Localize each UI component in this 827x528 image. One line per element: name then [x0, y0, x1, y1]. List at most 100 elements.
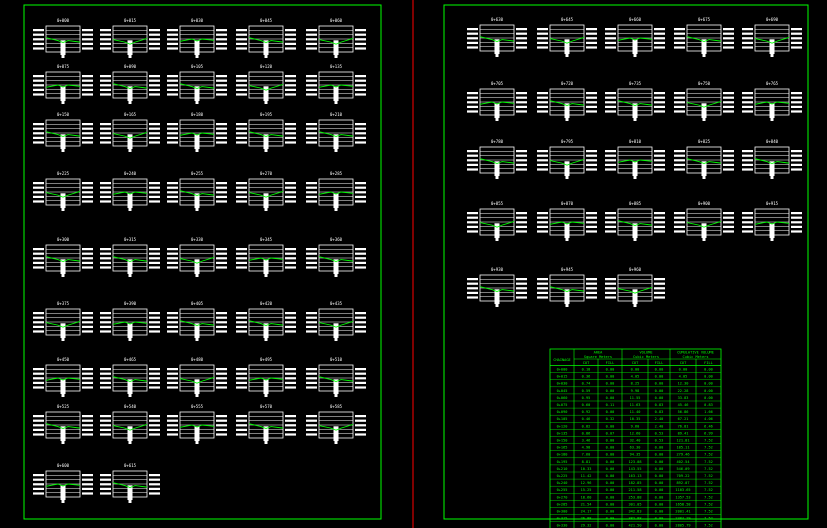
section-chainage-label: 0+705	[491, 81, 504, 86]
left-data-bar	[605, 159, 616, 162]
cross-section: 0+675	[674, 17, 734, 57]
section-chainage-label: 0+495	[260, 357, 273, 362]
left-data-bar	[33, 195, 44, 198]
road-template	[127, 134, 133, 149]
ground-line	[754, 221, 790, 225]
right-data-bar	[149, 79, 160, 82]
ground-line	[754, 37, 790, 44]
right-data-bar	[355, 195, 366, 198]
left-data-bar	[100, 200, 111, 203]
left-data-bar	[306, 47, 317, 50]
section-chainage-label: 0+930	[491, 267, 504, 272]
right-data-bar	[149, 136, 160, 139]
left-data-bar	[306, 132, 317, 135]
right-data-bar	[516, 278, 527, 281]
left-data-bar	[306, 419, 317, 422]
right-data-bar	[285, 261, 296, 264]
section-chainage-label: 0+015	[124, 18, 137, 23]
right-data-bar	[285, 38, 296, 41]
right-data-bar	[216, 136, 227, 139]
left-data-bar	[100, 186, 111, 189]
right-data-bar	[791, 101, 802, 104]
table-cell-value: 7.52	[704, 517, 713, 521]
road-template	[194, 193, 200, 208]
section-chainage-label: 0+225	[57, 171, 70, 176]
road-template	[127, 40, 133, 55]
left-data-bar	[100, 29, 111, 32]
right-data-bar	[216, 123, 227, 126]
right-data-bar	[355, 47, 366, 50]
section-chainage-label: 0+165	[124, 112, 137, 117]
road-template	[632, 223, 638, 238]
left-data-bar	[167, 47, 178, 50]
left-data-bar	[306, 330, 317, 333]
table-cell-value: 0.00	[655, 467, 664, 471]
table-cell-value: 0.83	[655, 410, 664, 414]
right-data-bar	[791, 225, 802, 228]
left-data-bar	[236, 93, 247, 96]
table-cell-value: 11.42	[581, 474, 592, 478]
left-data-bar	[306, 195, 317, 198]
right-data-bar	[285, 321, 296, 324]
right-data-bar	[355, 325, 366, 328]
left-data-bar	[742, 168, 753, 171]
right-data-bar	[723, 154, 734, 157]
right-data-bar	[82, 478, 93, 481]
right-data-bar	[149, 428, 160, 431]
cross-section: 0+045	[236, 18, 296, 58]
left-data-bar	[100, 312, 111, 315]
right-data-bar	[516, 230, 527, 233]
right-data-bar	[723, 101, 734, 104]
table-cell-value: 421.50	[629, 524, 642, 528]
road-template	[494, 161, 500, 176]
table-cell-value: 7.52	[704, 488, 713, 492]
right-data-bar	[82, 79, 93, 82]
right-data-bar	[216, 325, 227, 328]
table-cell-value: 7.52	[704, 474, 713, 478]
left-data-bar	[742, 230, 753, 233]
right-data-bar	[149, 47, 160, 50]
left-data-bar	[167, 330, 178, 333]
left-data-bar	[236, 123, 247, 126]
left-data-bar	[537, 212, 548, 215]
right-data-bar	[149, 433, 160, 436]
section-chainage-label: 0+060	[330, 18, 343, 23]
right-data-bar	[149, 386, 160, 389]
right-data-bar	[791, 150, 802, 153]
left-data-bar	[537, 37, 548, 40]
left-data-bar	[33, 483, 44, 486]
table-cell-value: 15.25	[581, 488, 592, 492]
left-data-bar	[605, 212, 616, 215]
road-template	[769, 161, 775, 176]
cross-section: 0+480	[167, 357, 227, 397]
table-cell-chainage: 0+120	[557, 424, 568, 428]
left-data-bar	[742, 150, 753, 153]
right-data-bar	[355, 79, 366, 82]
left-data-bar	[167, 88, 178, 91]
right-sheet-border	[443, 4, 809, 520]
table-cell-value: 4.05	[679, 375, 688, 379]
section-chainage-label: 0+540	[124, 404, 137, 409]
ground-line	[112, 482, 148, 489]
table-cell-value: 0.00	[606, 410, 615, 414]
ground-line	[318, 131, 354, 138]
left-data-bar	[306, 261, 317, 264]
right-data-bar	[216, 257, 227, 260]
centerline-mark	[195, 274, 199, 277]
left-data-bar	[537, 278, 548, 281]
table-cell-value: 0.00	[704, 382, 713, 386]
left-data-bar	[742, 105, 753, 108]
left-data-bar	[306, 88, 317, 91]
right-data-bar	[355, 33, 366, 36]
left-data-bar	[236, 191, 247, 194]
right-data-bar	[355, 368, 366, 371]
right-data-bar	[216, 312, 227, 315]
left-data-bar	[236, 88, 247, 91]
table-cell-value: 121.81	[677, 439, 690, 443]
section-chainage-label: 0+615	[124, 463, 137, 468]
left-data-bar	[167, 42, 178, 45]
right-data-bar	[355, 415, 366, 418]
section-chainage-label: 0+870	[561, 201, 574, 206]
table-cell-value: 301.05	[629, 502, 642, 506]
